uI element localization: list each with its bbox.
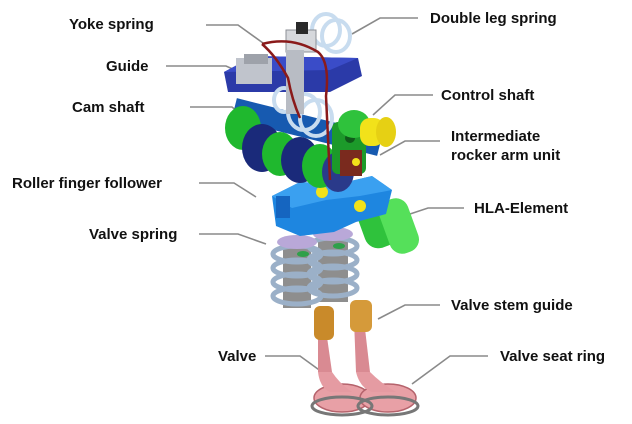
leader-double-leg-spring [352, 18, 418, 34]
leader-valve-stem-guide [378, 305, 440, 319]
label-control-shaft: Control shaft [441, 86, 534, 105]
valve-springs [273, 227, 357, 308]
label-valve: Valve [218, 347, 256, 366]
label-guide: Guide [106, 57, 149, 76]
leader-yoke-spring [206, 25, 263, 43]
leader-valve-spring [199, 234, 266, 244]
leader-roller-finger-follower [199, 183, 256, 197]
label-valve-seat-ring: Valve seat ring [500, 347, 605, 366]
leader-control-shaft [373, 95, 433, 115]
leader-valve [265, 356, 322, 372]
label-intermediate-rocker-arm-unit: Intermediate rocker arm unit [451, 127, 560, 165]
label-double-leg-spring: Double leg spring [430, 9, 557, 28]
leader-valve-seat-ring [412, 356, 488, 384]
leader-hla-element [404, 208, 464, 216]
label-cam-shaft: Cam shaft [72, 98, 145, 117]
label-roller-finger-follower: Roller finger follower [12, 174, 162, 193]
label-valve-spring: Valve spring [89, 225, 177, 244]
label-yoke-spring: Yoke spring [69, 15, 154, 34]
label-valve-stem-guide: Valve stem guide [451, 296, 573, 315]
label-hla-element: HLA-Element [474, 199, 568, 218]
